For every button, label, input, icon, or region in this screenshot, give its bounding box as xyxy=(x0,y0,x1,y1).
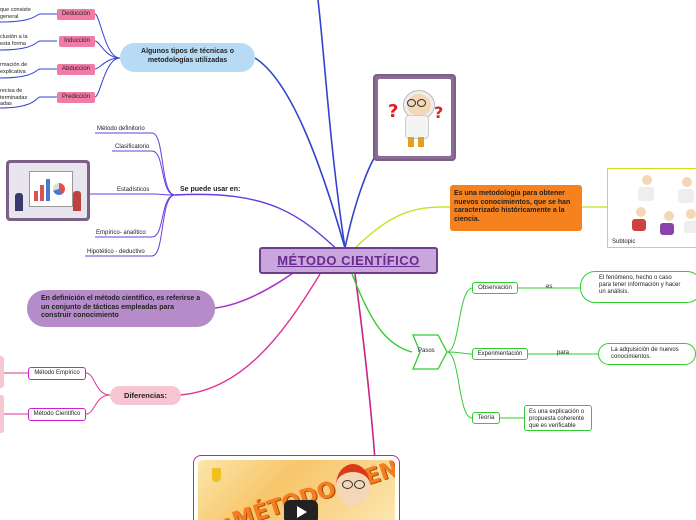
cientifico-detail-box[interactable] xyxy=(0,395,4,433)
play-button[interactable] xyxy=(284,500,318,520)
teoria-detail[interactable]: Es una explicación o propuesta coherente… xyxy=(524,405,592,431)
tecnicas-topic[interactable]: Algunos tipos de técnicas o metodologías… xyxy=(120,43,255,72)
metodo-empirico[interactable]: Método Empírico xyxy=(28,367,86,380)
scientist-image[interactable]: ? ? xyxy=(373,74,456,161)
empirico-detail-box[interactable] xyxy=(0,356,4,388)
metodo-cientifico-label: Método Científico xyxy=(33,411,81,417)
step-experimentacion[interactable]: Experimentación xyxy=(472,348,528,360)
uso-item[interactable]: Hipotético - deductivo xyxy=(87,249,145,255)
tag-prediccion-label: Predicción xyxy=(61,94,90,100)
tag-deduccion[interactable]: Deducción xyxy=(57,9,95,20)
metodo-cientifico[interactable]: Método Científico xyxy=(28,408,86,421)
scientist-illustration: ? ? xyxy=(378,79,451,156)
tecnicas-label: Algunos tipos de técnicas o metodologías… xyxy=(141,48,234,64)
step-teoria-label: Teoría xyxy=(477,415,495,421)
central-topic[interactable]: MÉTODO CIENTÍFICO xyxy=(259,247,438,274)
presentation-image[interactable] xyxy=(6,160,90,221)
observacion-detail-label: El fenómeno, hecho o caso para tener inf… xyxy=(599,275,681,295)
uso-item[interactable]: Estadísticos xyxy=(117,187,150,193)
chart-illustration xyxy=(9,163,87,218)
video-thumbnail[interactable]: ¿MÉTODO CIENTÍFICO? xyxy=(193,455,400,520)
uso-item[interactable]: Clasificatorio xyxy=(115,144,150,150)
connector-para: para xyxy=(557,350,570,356)
descripcion-topic[interactable]: Es una metodología para obtener nuevos c… xyxy=(450,185,582,231)
experimentacion-detail-label: La adquisición de nuevos conocimientos. xyxy=(611,347,679,360)
experimentacion-detail[interactable]: La adquisición de nuevos conocimientos. xyxy=(598,343,696,365)
connector-es: es xyxy=(546,284,553,290)
subtopic-label: Subtopic xyxy=(612,239,636,245)
tag-induccion-label: Inducción xyxy=(64,38,90,44)
observacion-detail[interactable]: El fenómeno, hecho o caso para tener inf… xyxy=(580,271,696,303)
uso-item[interactable]: Método definitorio xyxy=(97,126,145,132)
diferencias-topic[interactable]: Diferencias: xyxy=(110,386,181,405)
metodo-empirico-label: Método Empírico xyxy=(34,370,80,376)
flask-icon xyxy=(212,468,221,482)
step-observacion[interactable]: Observación xyxy=(472,282,518,294)
diferencias-label: Diferencias: xyxy=(124,391,167,400)
tag-deduccion-label: Deducción xyxy=(61,11,91,17)
step-teoria[interactable]: Teoría xyxy=(472,412,500,424)
step-observacion-label: Observación xyxy=(478,285,512,291)
pasos-node[interactable] xyxy=(412,334,448,370)
uso-item[interactable]: Empírico- analítico xyxy=(96,230,146,236)
induccion-detail: clusión a la esta forma xyxy=(0,34,28,47)
tag-abduccion-label: Abducción xyxy=(61,66,91,72)
step-experimentacion-label: Experimentación xyxy=(477,351,523,357)
definicion-topic[interactable]: En definición el método científico, es r… xyxy=(27,290,215,327)
tag-prediccion[interactable]: Predicción xyxy=(57,92,95,103)
pasos-label: Pasos xyxy=(418,348,435,354)
tag-induccion[interactable]: Inducción xyxy=(59,36,95,47)
video-frame: ¿MÉTODO CIENTÍFICO? xyxy=(198,460,395,520)
usos-topic[interactable]: Se puede usar en: xyxy=(180,186,241,193)
deduccion-detail: que consiste general xyxy=(0,7,31,20)
subtopic-image[interactable]: Subtopic xyxy=(607,168,696,248)
abduccion-detail: rmación de explicativa xyxy=(0,62,28,75)
prediccion-detail: recisa de terminadas adas xyxy=(0,88,28,107)
teoria-detail-label: Es una explicación o propuesta coherente… xyxy=(529,409,585,429)
central-topic-label: MÉTODO CIENTÍFICO xyxy=(277,253,420,268)
definicion-label: En definición el método científico, es r… xyxy=(41,295,201,319)
tag-abduccion[interactable]: Abducción xyxy=(57,64,95,75)
play-icon xyxy=(297,506,307,518)
descripcion-label: Es una metodología para obtener nuevos c… xyxy=(454,190,571,223)
